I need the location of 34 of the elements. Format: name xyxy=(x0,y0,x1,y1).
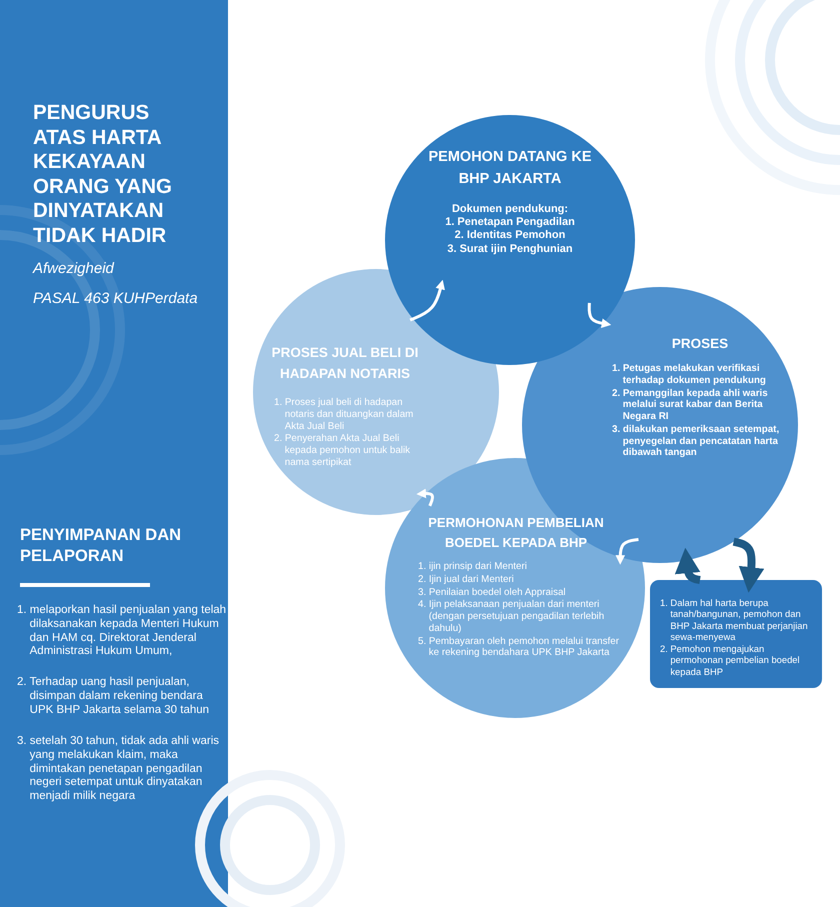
step-heading: PROSES JUAL BELI DI HADAPAN NOTARIS xyxy=(270,344,420,383)
subtitle: PASAL 463 KUHPerdata xyxy=(33,290,199,308)
section-heading: PENYIMPANAN DAN PELAPORAN xyxy=(20,525,182,566)
list-item: 3. setelah 30 tahun, tidak ada ahli waris yang melakukan klaim, maka dimintakan penetapan pengadilan negeri setempat untuk dinyatakan menjadi milik negara xyxy=(17,735,220,804)
cycle-arrow xyxy=(732,538,764,593)
list-item: 2. Identitas Pemohon xyxy=(454,229,566,243)
list-item: 2. Pemohon mengajukan permohonan pembelian boedel kepada BHP xyxy=(660,643,801,677)
list-item: 1. Petugas melakukan verifikasi terhadap dokumen pendukung xyxy=(612,363,767,386)
list-item: 5. Pembayaran oleh pemohon melalui transfer ke rekening bendahara UPK BHP Jakarta xyxy=(418,636,620,659)
title: PENGURUS ATAS HARTA KEKAYAAN ORANG YANG DINYATAKAN TIDAK HADIR xyxy=(33,101,173,249)
list-item: 1. Dalam hal harta berupa tanah/bangunan, pemohon dan BHP Jakarta membuat perjanjian sewa-menyewa xyxy=(660,597,809,642)
list-item: 1. ijin prinsip dari Menteri xyxy=(418,561,528,573)
step-heading: PEMOHON DATANG KE BHP JAKARTA xyxy=(428,148,592,190)
list-item: 2. Pemanggilan kepada ahli waris melalui surat kabar dan Berita Negara RI xyxy=(612,388,769,423)
list-item: 1. melaporkan hasil penjualan yang telah dilaksanakan kepada Menteri Hukum dan HAM cq. Direktorat Jenderal Administrasi Hukum Umum, xyxy=(17,604,228,660)
list-item: 1. Proses jual beli di hadapan notaris dan dituangkan dalam Akta Jual Beli xyxy=(274,397,414,432)
list-item: 1. Penetapan Pengadilan xyxy=(444,216,576,230)
list-item: 3. Penilaian boedel oleh Appraisal xyxy=(418,586,567,598)
cycle-arrow xyxy=(615,538,639,565)
cycle-arrow xyxy=(410,280,445,322)
step-heading: PROSES xyxy=(670,335,730,353)
list-item: 2. Ijin jual dari Menteri xyxy=(418,574,515,586)
list-item: 3. Surat ijin Penghunian xyxy=(446,242,574,256)
cycle-arrow xyxy=(416,488,434,506)
note-card xyxy=(650,580,822,688)
cycle-arrow xyxy=(674,548,702,584)
list-item: 3. dilakukan pemeriksaan setempat, penyegelan dan pencatatan harta dibawah tangan xyxy=(612,424,780,459)
list-item: 2. Terhadap uang hasil penjualan, disimpan dalam rekening bendara UPK BHP Jakarta selama 30 tahun xyxy=(17,676,210,718)
cycle-arrow xyxy=(588,302,612,328)
list-item: 2. Penyerahan Akta Jual Beli kepada pemohon untuk balik nama sertipikat xyxy=(274,433,412,468)
body-text: Dokumen pendukung: xyxy=(450,203,570,216)
subtitle: Afwezigheid xyxy=(33,260,116,278)
list-item: 4. Ijin pelaksanaan penjualan dari menteri (dengan persetujuan pengadilan terlebih dahulu) xyxy=(418,599,606,634)
step-heading: PERMOHONAN PEMBELIAN BOEDEL KEPADA BHP xyxy=(427,514,605,552)
